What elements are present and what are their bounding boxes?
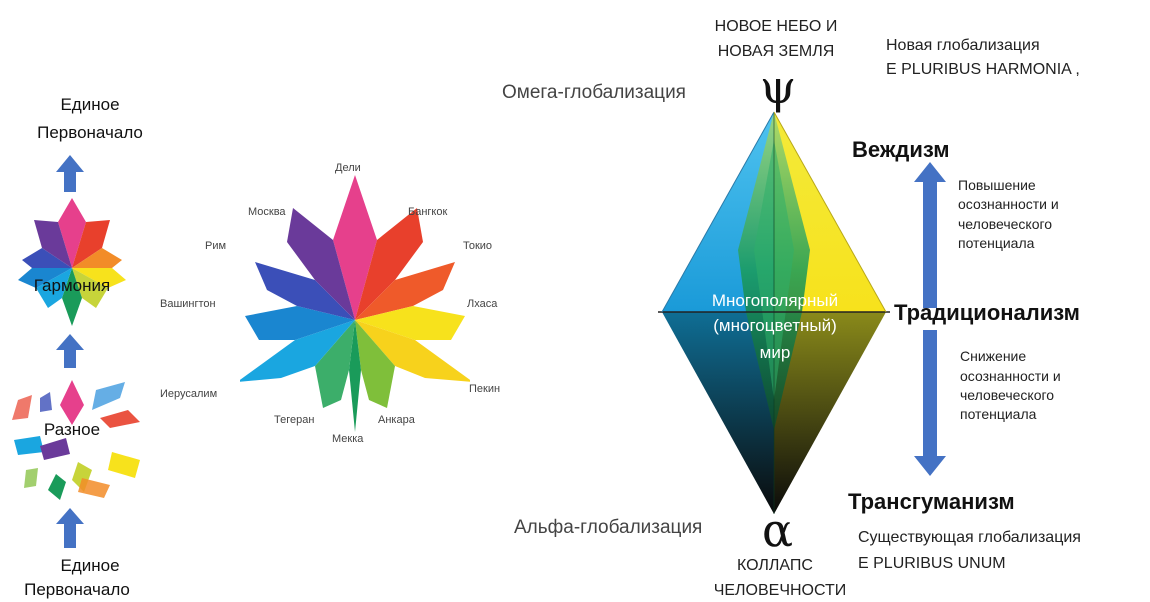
alpha-label: Альфа-глобализация <box>514 517 703 538</box>
existing-globalization-1: Существующая глобализация <box>858 529 1081 546</box>
arrow-down-icon <box>914 330 946 476</box>
decrease-line-2: осознанности и <box>960 368 1061 384</box>
diamond-center-2: (многоцветный) <box>713 316 837 335</box>
alpha-symbol: α <box>762 503 794 557</box>
city-delhi: Дели <box>335 162 361 174</box>
omega-label: Омега-глобализация <box>502 82 686 103</box>
bottom-caption-1: КОЛЛАПС <box>737 557 813 574</box>
existing-globalization-2: E PLURIBUS UNUM <box>858 555 1006 572</box>
new-globalization-1: Новая глобализация <box>886 37 1040 54</box>
increase-line-1: Повышение <box>958 177 1036 193</box>
diamond-center-1: Многополярный <box>711 291 839 310</box>
vezhdism-title: Веждизм <box>852 137 950 162</box>
diverse-petals-icon <box>12 380 140 500</box>
left-bottom-label-1: Единое <box>60 556 120 575</box>
left-bottom-label-2: Первоначало <box>24 580 130 599</box>
diverse-label: Разное <box>43 420 101 439</box>
city-moscow: Москва <box>248 206 286 218</box>
left-arrows <box>12 155 140 548</box>
arrow-up-icon <box>56 508 84 548</box>
city-tehran: Тегеран <box>274 414 315 426</box>
left-top-label-2: Первоначало <box>37 123 143 142</box>
city-rome: Рим <box>205 240 227 252</box>
increase-line-3: человеческого <box>958 216 1053 232</box>
harmony-label: Гармония <box>33 276 111 295</box>
globalization-diamond-icon <box>658 111 890 514</box>
harmony-flower-icon <box>18 198 126 326</box>
new-globalization-2: E PLURIBUS HARMONIA , <box>886 61 1080 78</box>
traditionalism-title: Традиционализм <box>894 300 1080 325</box>
decrease-line-3: человеческого <box>960 387 1055 403</box>
psi-symbol: ψ <box>760 60 797 114</box>
city-lhasa: Лхаса <box>467 298 498 310</box>
decrease-line-1: Снижение <box>960 348 1027 364</box>
city-mecca: Мекка <box>332 433 364 445</box>
decrease-line-4: потенциала <box>960 406 1037 422</box>
arrow-up-icon <box>914 162 946 308</box>
arrow-up-icon <box>56 334 84 368</box>
city-jerusalem: Иерусалим <box>160 388 218 400</box>
diamond-center-3: мир <box>759 343 791 362</box>
vertical-arrows <box>914 162 946 476</box>
city-flower-icon <box>240 175 470 432</box>
left-top-label-1: Единое <box>60 95 120 114</box>
city-beijing: Пекин <box>469 383 501 395</box>
transhumanism-title: Трансгуманизм <box>848 489 1015 514</box>
increase-line-4: потенциала <box>958 235 1035 251</box>
arrow-up-icon <box>56 155 84 192</box>
city-washington: Вашингтон <box>160 298 216 310</box>
city-ankara: Анкара <box>378 414 415 426</box>
top-caption-2: НОВАЯ ЗЕМЛЯ <box>717 43 835 60</box>
increase-line-2: осознанности и <box>958 196 1059 212</box>
city-tokyo: Токио <box>463 240 493 252</box>
top-caption-1: НОВОЕ НЕБО И <box>714 18 838 35</box>
bottom-caption-2: ЧЕЛОВЕЧНОСТИ <box>713 582 847 599</box>
city-bangkok: Бангкок <box>408 206 448 218</box>
